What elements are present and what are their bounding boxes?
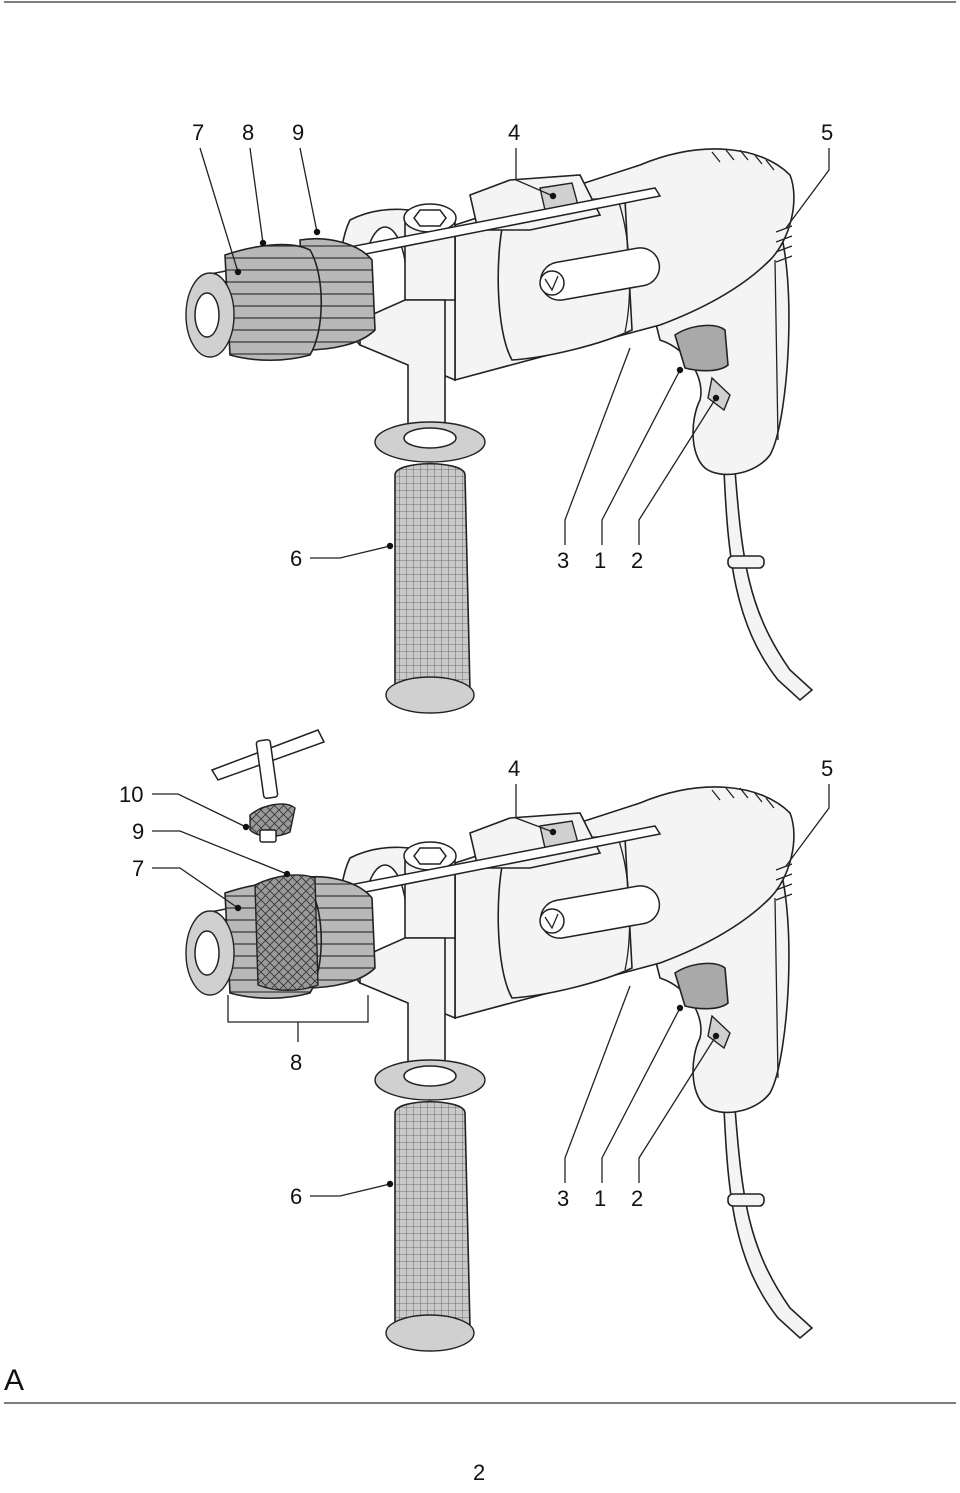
figure-letter: A [4,1364,24,1397]
bottom-callout-6: 6 [290,1184,302,1209]
top-callout-2: 2 [631,548,643,573]
bottom-callout-5: 5 [821,756,833,781]
top-callout-leaders [199,147,830,559]
bottom-callout-leaders [152,784,830,1197]
chuck-key-illustration [210,729,326,843]
top-callout-4: 4 [508,120,520,145]
bottom-callout-9: 9 [132,819,144,844]
bottom-callout-8: 8 [290,1050,302,1075]
top-callout-1: 1 [594,548,606,573]
bottom-drill-illustration [185,786,813,1352]
top-callout-9: 9 [292,120,304,145]
top-drill-illustration [185,148,813,714]
top-callout-3: 3 [557,548,569,573]
bottom-callout-2: 2 [631,1186,643,1211]
top-callout-5: 5 [821,120,833,145]
bottom-callout-1: 1 [594,1186,606,1211]
bottom-callout-7: 7 [132,856,144,881]
bottom-callout-3: 3 [557,1186,569,1211]
page-number: 2 [473,1460,485,1485]
bottom-callout-10: 10 [119,782,143,807]
top-callout-8: 8 [242,120,254,145]
bottom-callout-4: 4 [508,756,520,781]
top-callout-6: 6 [290,546,302,571]
top-callout-7: 7 [192,120,204,145]
